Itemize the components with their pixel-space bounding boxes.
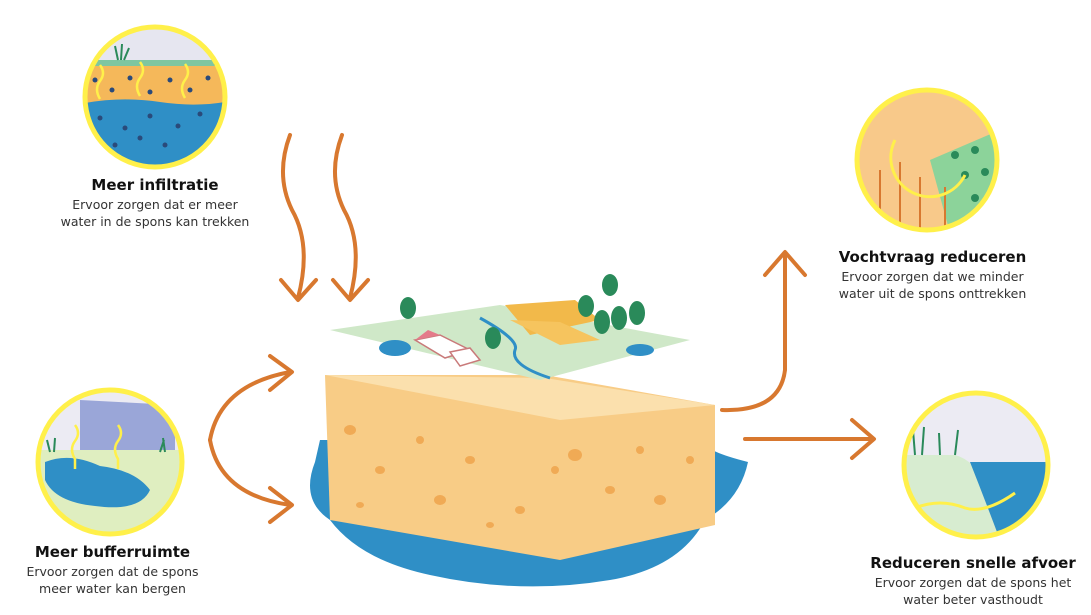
demand-arrow (722, 255, 785, 410)
demand-illustration (855, 88, 1000, 233)
buffer-description: Ervoor zorgen dat de spons meer water ka… (0, 563, 225, 597)
buffer-label: Meer bufferruimte Ervoor zorgen dat de s… (0, 543, 225, 597)
demand-description: Ervoor zorgen dat we minder water uit de… (810, 268, 1055, 302)
runoff-label: Reduceren snelle afvoer Ervoor zorgen da… (855, 554, 1091, 608)
infiltration-description: Ervoor zorgen dat er meer water in de sp… (40, 196, 270, 230)
runoff-title: Reduceren snelle afvoer (855, 554, 1091, 572)
buffer-title: Meer bufferruimte (0, 543, 225, 561)
runoff-description: Ervoor zorgen dat de spons het water bet… (855, 574, 1091, 608)
infiltration-label: Meer infiltratie Ervoor zorgen dat er me… (40, 176, 270, 230)
sponge-landscape-illustration (310, 274, 748, 586)
rain-arrow-left (283, 135, 304, 298)
demand-label: Vochtvraag reduceren Ervoor zorgen dat w… (810, 248, 1055, 302)
infiltration-illustration (80, 25, 235, 175)
demand-title: Vochtvraag reduceren (810, 248, 1055, 266)
infiltration-title: Meer infiltratie (40, 176, 270, 194)
rain-arrow-right (335, 135, 356, 298)
buffer-illustration (35, 390, 185, 540)
runoff-illustration (900, 390, 1050, 540)
